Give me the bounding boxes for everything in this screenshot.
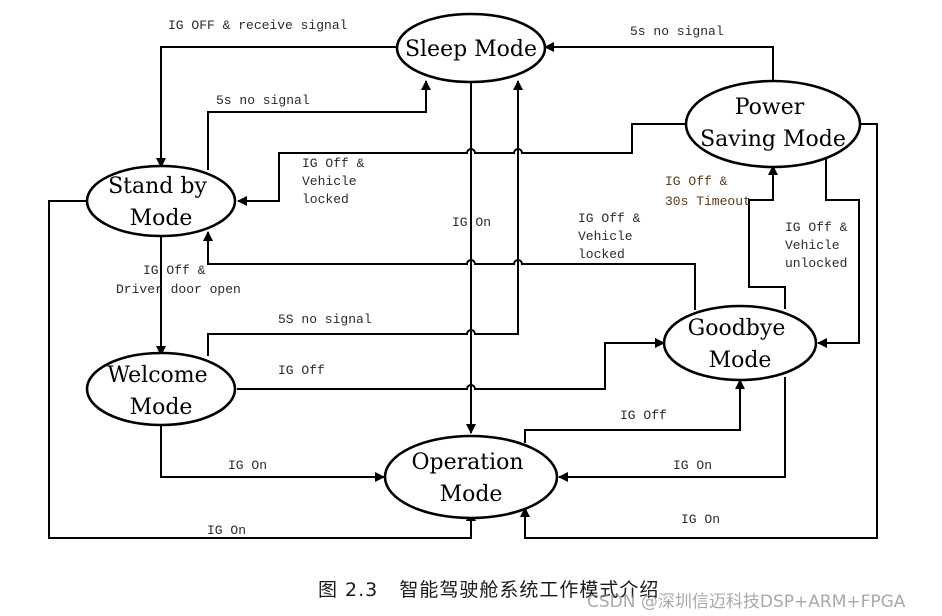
edge-goodbye-to-powersaving xyxy=(748,165,786,309)
label-operation-to-goodbye: IG Off xyxy=(620,408,667,423)
label-powersaving-to-goodbye: IG Off & Vehicle unlocked xyxy=(785,220,855,271)
node-goodbye-mode: Goodbye Mode xyxy=(662,304,818,382)
svg-text:Welcome Mode: Welcome Mode xyxy=(107,363,214,420)
node-sleep-mode: Sleep Mode xyxy=(395,12,547,84)
label-standby-to-operation: IG On xyxy=(207,523,246,538)
svg-text:Operation Mode: Operation Mode xyxy=(411,450,530,507)
svg-text:Stand by Mode: Stand by Mode xyxy=(108,174,214,231)
edge-goodbye-to-operation xyxy=(558,377,786,482)
edge-standby-to-operation xyxy=(48,200,476,539)
node-standby-mode: Stand by Mode xyxy=(85,164,237,238)
label-welcome-to-goodbye: IG Off xyxy=(278,363,325,378)
figure-caption: 图 2.3 智能驾驶舱系统工作模式介绍 xyxy=(318,579,660,601)
label-goodbye-to-standby: IG Off & Vehicle locked xyxy=(578,211,648,262)
svg-text:Power Saving Mode: Power Saving Mode xyxy=(700,95,846,152)
svg-text:Goodbye Mode: Goodbye Mode xyxy=(688,316,793,373)
edges xyxy=(48,42,878,539)
label-standby-to-sleep: 5s no signal xyxy=(216,93,310,108)
label-welcome-to-operation: IG On xyxy=(228,458,267,473)
edge-sleep-to-standby xyxy=(156,46,398,168)
label-powersaving-to-sleep: 5s no signal xyxy=(630,24,724,39)
svg-text:Sleep Mode: Sleep Mode xyxy=(405,37,537,62)
label-standby-to-welcome: IG Off & Driver door open xyxy=(116,263,241,297)
edge-operation-to-goodbye xyxy=(524,379,745,443)
label-sleep-to-standby: IG OFF & receive signal xyxy=(168,18,348,33)
edge-welcome-to-sleep xyxy=(207,80,523,356)
label-goodbye-to-powersaving: IG Off & 30s Timeout xyxy=(665,174,751,209)
label-goodbye-to-operation: IG On xyxy=(673,458,712,473)
edge-labels: IG OFF & receive signal 5s no signal 5s … xyxy=(116,18,855,538)
label-welcome-to-sleep: 5S no signal xyxy=(278,312,372,327)
label-powersaving-to-operation: IG On xyxy=(681,512,720,527)
label-sleep-to-operation: IG On xyxy=(452,215,491,230)
edge-welcome-to-goodbye xyxy=(237,338,665,390)
edge-powersaving-to-goodbye xyxy=(817,158,860,348)
edge-powersaving-to-operation xyxy=(520,123,878,539)
edge-welcome-to-operation xyxy=(160,426,385,482)
node-operation-mode: Operation Mode xyxy=(383,434,559,520)
node-welcome-mode: Welcome Mode xyxy=(85,351,237,427)
label-powersaving-to-standby: IG Off & Vehicle locked xyxy=(302,156,372,207)
edge-goodbye-to-standby xyxy=(203,231,696,310)
node-power-saving-mode: Power Saving Mode xyxy=(684,79,862,169)
edge-standby-to-sleep xyxy=(207,80,431,170)
edge-powersaving-to-standby xyxy=(237,123,685,206)
edge-powersaving-to-sleep xyxy=(544,42,774,80)
watermark: CSDN @深圳信迈科技DSP+ARM+FPGA xyxy=(587,592,906,612)
